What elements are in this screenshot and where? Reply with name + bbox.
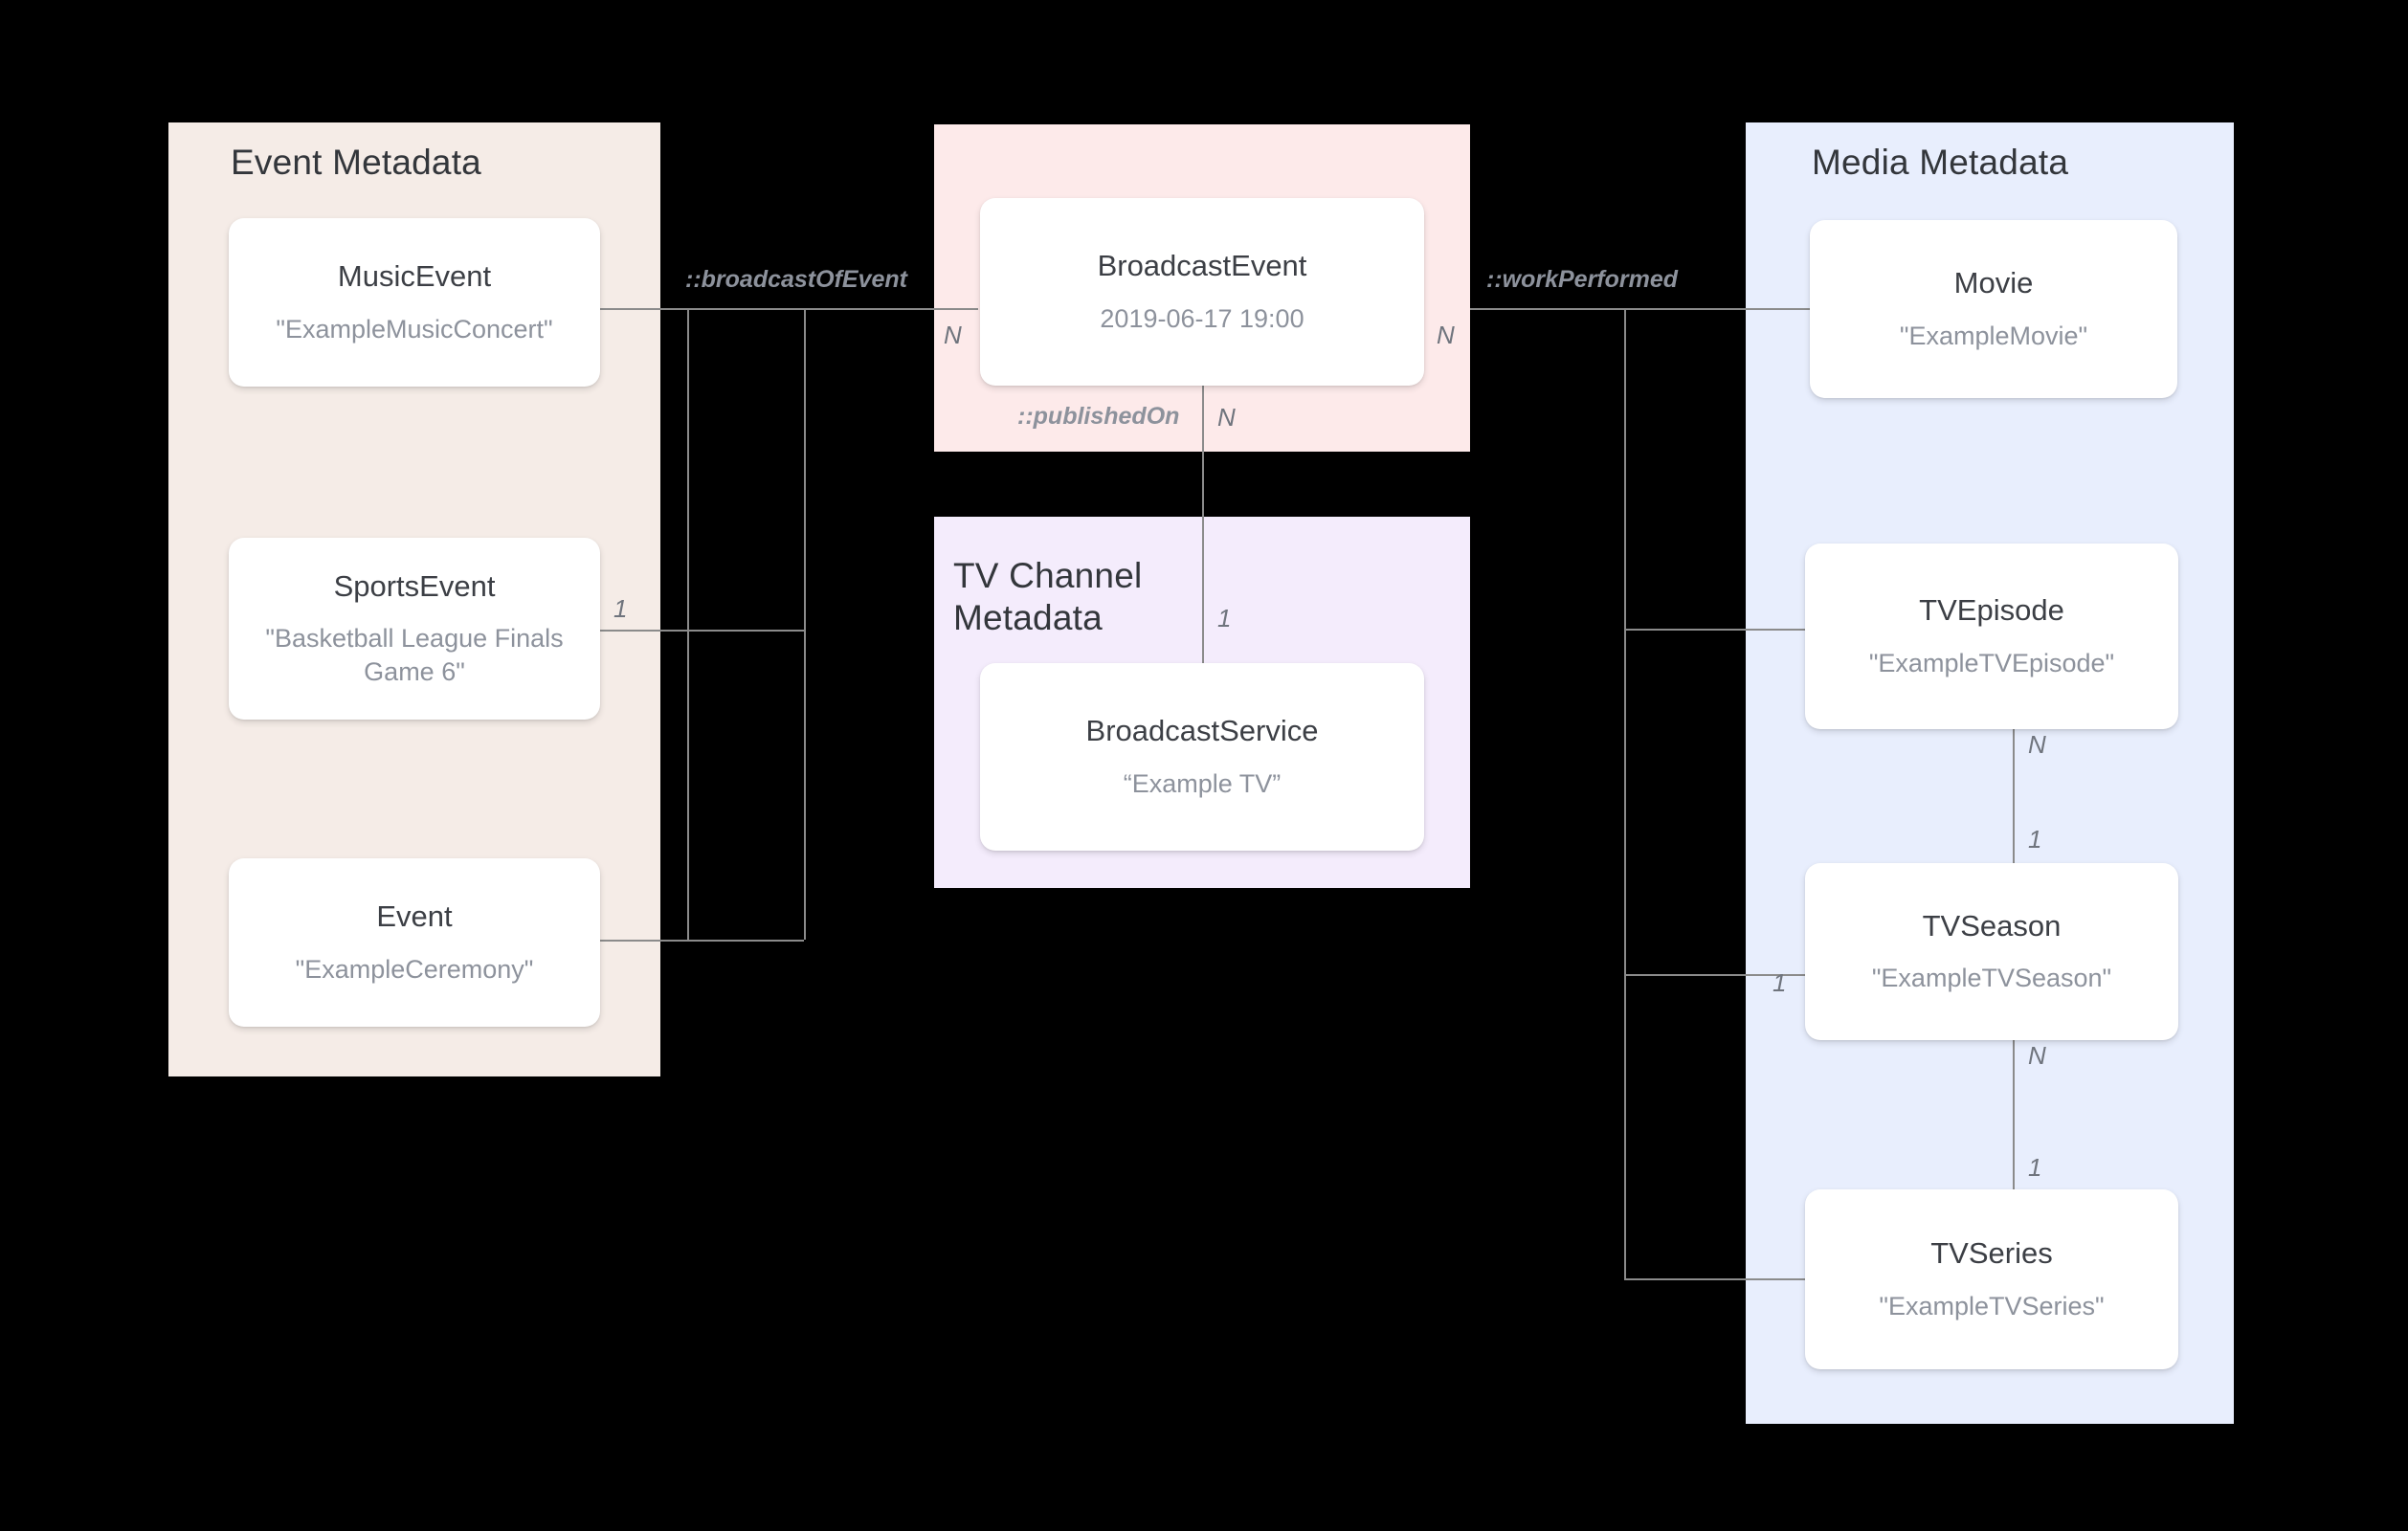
edge-broadcast-of-event-bus (804, 308, 806, 940)
group-title-event-metadata: Event Metadata (231, 143, 481, 182)
entity-card-tv-episode[interactable]: TVEpisode "ExampleTVEpisode" (1805, 544, 2178, 729)
entity-name-movie: Movie (1953, 266, 2034, 300)
entity-name-tv-season: TVSeason (1922, 908, 2062, 943)
edge-season-to-series (2013, 1040, 2015, 1189)
cardinality-broadcast-event-bottom: N (1217, 403, 1236, 432)
cardinality-broadcast-event-right: N (1437, 321, 1455, 349)
cardinality-tv-season-left: 1 (1773, 968, 1787, 997)
entity-card-tv-season[interactable]: TVSeason "ExampleTVSeason" (1805, 863, 2178, 1040)
cardinality-tv-series-top: 1 (2028, 1153, 2042, 1182)
group-title-tv-channel-metadata: TV Channel Metadata (953, 556, 1143, 637)
entity-value-movie: "ExampleMovie" (1899, 321, 2088, 350)
entity-card-event[interactable]: Event "ExampleCeremony" (229, 858, 600, 1027)
entity-card-music-event[interactable]: MusicEvent "ExampleMusicConcert" (229, 218, 600, 387)
entity-card-broadcast-service[interactable]: BroadcastService “Example TV” (980, 663, 1424, 851)
entity-name-broadcast-service: BroadcastService (1085, 714, 1319, 748)
entity-value-broadcast-event: 2019-06-17 19:00 (1100, 303, 1304, 333)
entity-value-music-event: "ExampleMusicConcert" (276, 314, 553, 344)
entity-name-event: Event (376, 899, 453, 934)
entity-card-broadcast-event[interactable]: BroadcastEvent 2019-06-17 19:00 (980, 198, 1424, 386)
entity-value-tv-series: "ExampleTVSeries" (1879, 1291, 2105, 1320)
entity-name-music-event: MusicEvent (337, 259, 492, 294)
edge-episode-to-season (2013, 729, 2015, 953)
entity-card-sports-event[interactable]: SportsEvent "Basketball League Finals Ga… (229, 538, 600, 720)
entity-value-sports-event: "Basketball League Finals Game 6" (265, 624, 564, 687)
edge-branch-music-event (598, 308, 804, 310)
cardinality-tv-episode-bottom: N (2028, 730, 2046, 759)
entity-card-tv-series[interactable]: TVSeries "ExampleTVSeries" (1805, 1189, 2178, 1369)
entity-value-broadcast-service: “Example TV” (1123, 768, 1282, 798)
entity-name-broadcast-event: BroadcastEvent (1097, 249, 1307, 283)
edge-branch-tv-episode (1624, 629, 1810, 631)
cardinality-broadcast-event-left: N (944, 321, 962, 349)
entity-name-tv-episode: TVEpisode (1919, 593, 2064, 628)
entity-name-tv-series: TVSeries (1930, 1236, 2053, 1271)
edge-label-published-on: ::publishedOn (1017, 403, 1180, 430)
edge-branch-sports-event-riser (687, 308, 689, 630)
edge-broadcast-of-event-segment-top (804, 308, 978, 310)
edge-label-broadcast-of-event: ::broadcastOfEvent (685, 266, 907, 293)
entity-value-tv-episode: "ExampleTVEpisode" (1868, 648, 2115, 677)
edge-work-performed-bus (1624, 308, 1626, 1278)
entity-value-event: "ExampleCeremony" (295, 954, 534, 984)
cardinality-tv-season-bottom: N (2028, 1041, 2046, 1070)
edge-work-performed-segment-top (1470, 308, 1810, 310)
edge-branch-tv-season (1624, 974, 1810, 976)
edge-branch-tv-series (1624, 1278, 1810, 1280)
cardinality-broadcast-service-top: 1 (1217, 604, 1232, 632)
edge-branch-event (598, 940, 804, 942)
edge-branch-sports-event (598, 630, 804, 632)
entity-value-tv-season: "ExampleTVSeason" (1871, 964, 2112, 993)
entity-card-movie[interactable]: Movie "ExampleMovie" (1810, 220, 2177, 398)
entity-name-sports-event: SportsEvent (333, 568, 496, 603)
group-title-media-metadata: Media Metadata (1812, 143, 2069, 182)
edge-branch-event-riser (687, 630, 689, 940)
cardinality-sports-event-right: 1 (613, 594, 628, 623)
cardinality-tv-season-top: 1 (2028, 825, 2042, 854)
edge-published-on (1202, 386, 1204, 663)
edge-label-work-performed: ::workPerformed (1486, 266, 1679, 293)
